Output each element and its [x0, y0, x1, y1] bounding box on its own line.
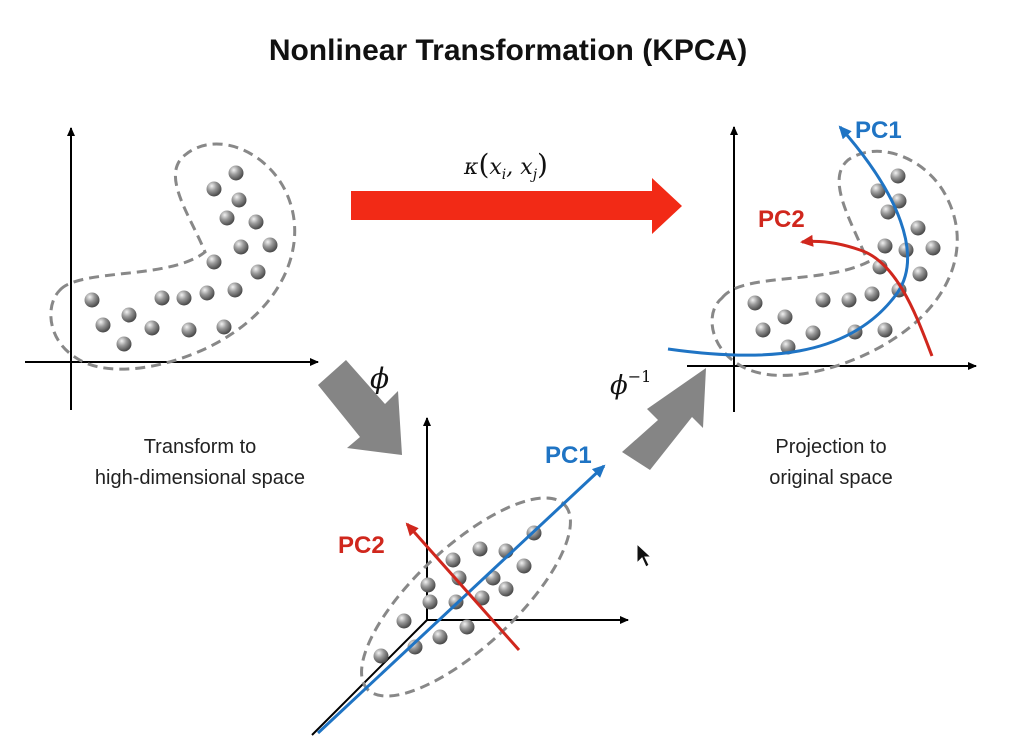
data-point: [880, 204, 896, 220]
data-point: [181, 322, 197, 338]
data-point: [248, 214, 264, 230]
right-caption-line2: original space: [769, 467, 892, 489]
data-point: [121, 307, 137, 323]
left-point-cloud: [84, 165, 278, 352]
diagram-title: Nonlinear Transformation (KPCA): [269, 34, 747, 67]
right-dashed-outline: [710, 149, 959, 377]
data-point: [219, 210, 235, 226]
projection-panel: PC1 PC2: [667, 117, 977, 412]
data-point: [747, 295, 763, 311]
original-space-panel: [25, 127, 319, 410]
data-point: [231, 192, 247, 208]
data-point: [227, 282, 243, 298]
data-point: [206, 181, 222, 197]
data-point: [407, 639, 423, 655]
data-point: [432, 629, 448, 645]
data-point: [216, 319, 232, 335]
kernel-function-label: κ(xi, xj): [463, 148, 548, 183]
data-point: [890, 168, 906, 184]
data-point: [144, 320, 160, 336]
bottom-pc1-axis: [316, 464, 606, 735]
data-point: [445, 552, 461, 568]
data-point: [516, 558, 532, 574]
left-caption-line1: Transform to: [144, 436, 257, 458]
data-point: [262, 237, 278, 253]
left-dashed-outline: [49, 142, 297, 371]
data-point: [233, 239, 249, 255]
mouse-pointer-icon: [636, 542, 653, 568]
data-point: [206, 254, 222, 270]
data-point: [116, 336, 132, 352]
data-point: [373, 648, 389, 664]
feature-space-panel: PC1 PC2: [311, 417, 629, 736]
data-point: [396, 613, 412, 629]
data-point: [420, 577, 436, 593]
data-point: [498, 581, 514, 597]
bottom-pc1-label: PC1: [545, 442, 592, 469]
phi-arrow: [318, 360, 402, 455]
data-point: [777, 309, 793, 325]
kernel-arrow: [351, 178, 682, 234]
right-pc1-label: PC1: [855, 117, 902, 144]
data-point: [870, 183, 886, 199]
data-point: [877, 238, 893, 254]
data-point: [176, 290, 192, 306]
bottom-point-cloud: [373, 525, 542, 664]
data-point: [250, 264, 266, 280]
bottom-dashed-outline: [360, 496, 572, 698]
bottom-pc2-axis: [405, 522, 521, 651]
data-point: [474, 590, 490, 606]
right-pc2-label: PC2: [758, 206, 805, 233]
data-point: [805, 325, 821, 341]
phi-inverse-label: ϕ−1: [610, 367, 651, 401]
data-point: [154, 290, 170, 306]
data-point: [422, 594, 438, 610]
data-point: [912, 266, 928, 282]
data-point: [459, 619, 475, 635]
data-point: [95, 317, 111, 333]
data-point: [755, 322, 771, 338]
data-point: [910, 220, 926, 236]
bottom-z-axis: [311, 619, 428, 736]
right-caption-line1: Projection to: [775, 436, 886, 458]
right-pc2-curve: [800, 234, 934, 357]
data-point: [925, 240, 941, 256]
right-pc1-curve: [667, 125, 910, 357]
left-caption-line2: high-dimensional space: [95, 467, 305, 489]
data-point: [472, 541, 488, 557]
data-point: [877, 322, 893, 338]
data-point: [864, 286, 880, 302]
data-point: [451, 570, 467, 586]
data-point: [841, 292, 857, 308]
data-point: [228, 165, 244, 181]
right-point-cloud: [747, 168, 941, 355]
phi-label: ϕ: [370, 362, 389, 395]
phi-inverse-arrow: [622, 368, 706, 470]
data-point: [815, 292, 831, 308]
data-point: [84, 292, 100, 308]
bottom-pc2-label: PC2: [338, 532, 385, 559]
data-point: [199, 285, 215, 301]
